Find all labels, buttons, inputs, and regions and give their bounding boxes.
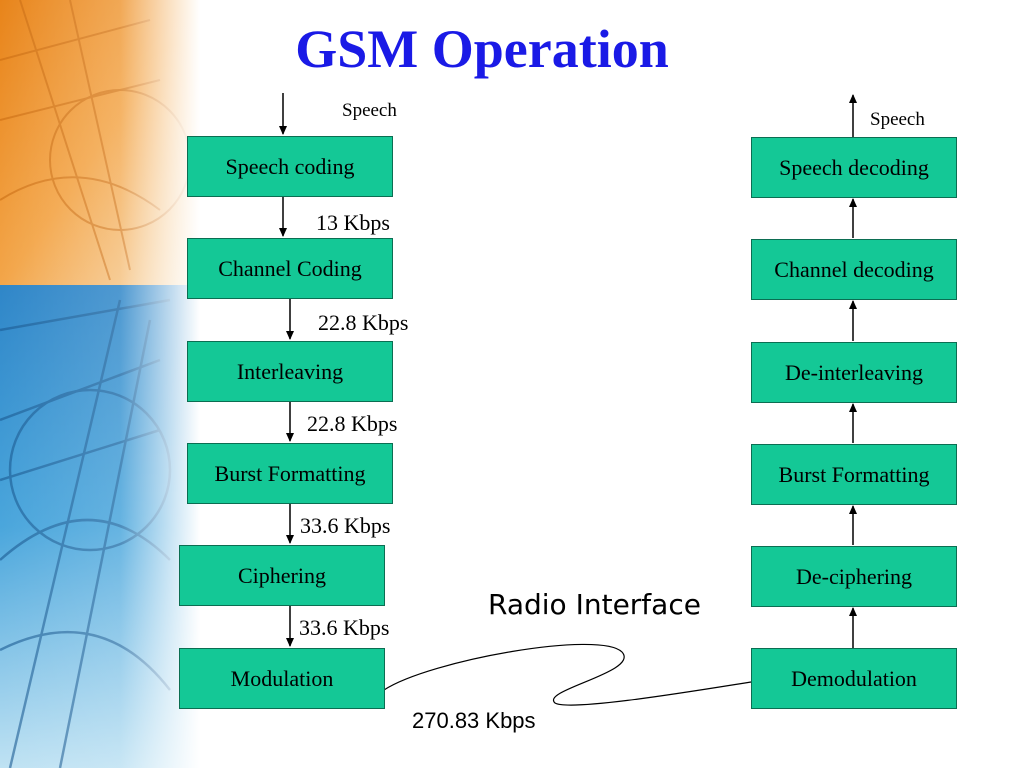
ciphering-label: Ciphering (238, 562, 326, 588)
channel-coding-label: Channel Coding (218, 255, 362, 281)
demodulation-label: Demodulation (791, 665, 917, 691)
interleaving-label: Interleaving (236, 358, 344, 384)
speech-input-label: Speech (342, 100, 397, 121)
radio-interface-label: Radio Interface (488, 588, 701, 621)
demodulation-block: Demodulation (751, 648, 957, 709)
de-ciphering-block: De-ciphering (751, 546, 957, 607)
rate-label-interleaving-out: 22.8 Kbps (307, 411, 398, 436)
speech-coding-label: Speech coding (225, 153, 355, 179)
rate-label-channel-coding-out: 22.8 Kbps (318, 310, 409, 335)
speech-output-label: Speech (870, 109, 925, 130)
slide-title-text: GSM Operation (295, 19, 669, 79)
radio-link-curve (383, 643, 752, 706)
rate-label-burst-formatting-out: 33.6 Kbps (300, 513, 391, 538)
modulation-label: Modulation (230, 665, 334, 691)
de-interleaving-block: De-interleaving (751, 342, 957, 403)
de-ciphering-label: De-ciphering (795, 563, 913, 589)
ciphering-block: Ciphering (179, 545, 385, 606)
slide-title: GSM Operation (0, 18, 994, 80)
speech-decoding-label: Speech decoding (779, 154, 929, 180)
rate-label-ciphering-out: 33.6 Kbps (299, 615, 390, 640)
channel-coding-block: Channel Coding (187, 238, 393, 299)
burst-formatting-rx-label: Burst Formatting (778, 461, 930, 487)
modulation-block: Modulation (179, 648, 385, 709)
burst-formatting-tx-block: Burst Formatting (187, 443, 393, 504)
decorative-banner-image (0, 0, 200, 768)
burst-formatting-rx-block: Burst Formatting (751, 444, 957, 505)
de-interleaving-label: De-interleaving (784, 359, 924, 385)
speech-decoding-block: Speech decoding (751, 137, 957, 198)
speech-coding-block: Speech coding (187, 136, 393, 197)
rate-label-speech-coding-out: 13 Kbps (316, 210, 390, 235)
interleaving-block: Interleaving (187, 341, 393, 402)
channel-decoding-label: Channel decoding (774, 256, 934, 282)
air-rate-label: 270.83 Kbps (412, 708, 536, 733)
burst-formatting-tx-label: Burst Formatting (214, 460, 366, 486)
channel-decoding-block: Channel decoding (751, 239, 957, 300)
